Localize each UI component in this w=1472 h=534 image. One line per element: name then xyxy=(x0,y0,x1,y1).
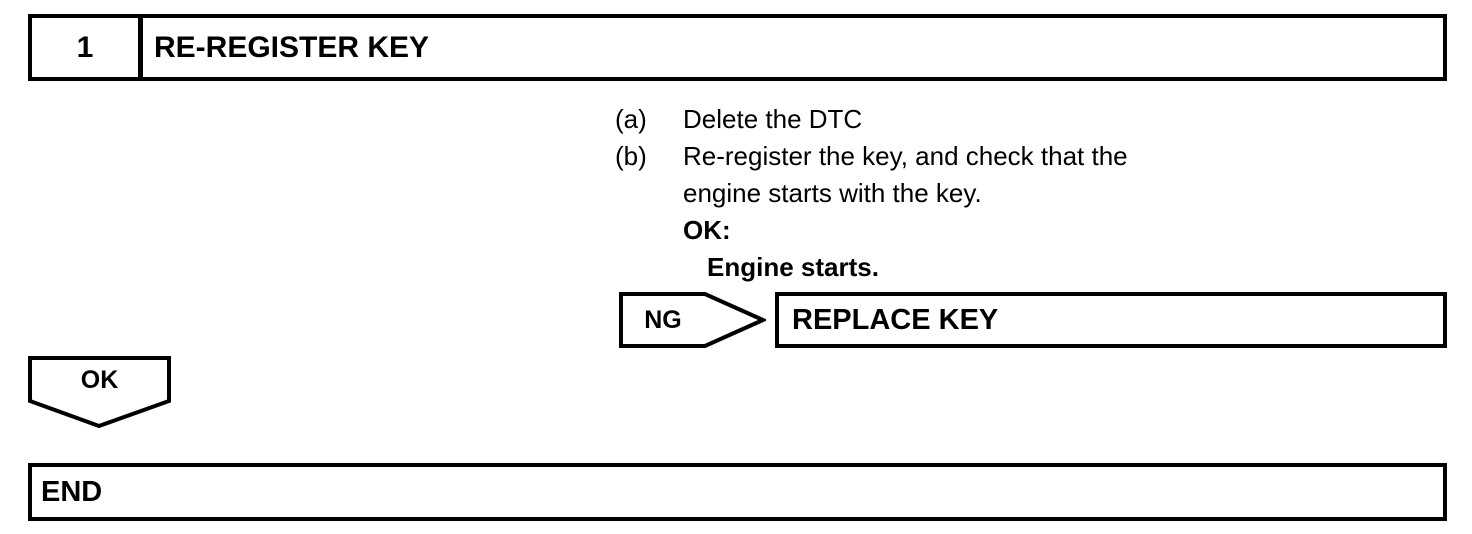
ng-connector: NG xyxy=(619,292,766,348)
ng-connector-label: NG xyxy=(644,305,682,334)
step-number: 1 xyxy=(32,18,143,77)
right-arrow-pentagon-icon xyxy=(619,292,766,348)
instruction-row: (b) Re-register the key, and check that … xyxy=(615,138,1128,175)
step-header-box: 1 RE-REGISTER KEY xyxy=(28,14,1447,81)
end-box: END xyxy=(28,463,1447,521)
instruction-row: (a) Delete the DTC xyxy=(615,101,1128,138)
instruction-text-ok-result: Engine starts. xyxy=(707,252,879,282)
ok-connector: OK xyxy=(28,356,172,429)
ok-connector-label: OK xyxy=(80,366,119,394)
instruction-list: (a) Delete the DTC (b) Re-register the k… xyxy=(615,101,1128,286)
instruction-text-ok-heading: OK: xyxy=(683,215,731,245)
instruction-label xyxy=(615,212,683,249)
replace-key-action-box: REPLACE KEY xyxy=(775,292,1447,348)
instruction-row: OK: xyxy=(615,212,1128,249)
instruction-text: engine starts with the key. xyxy=(683,178,982,208)
instruction-row: Engine starts. xyxy=(615,249,1128,286)
instruction-text: Delete the DTC xyxy=(683,104,863,134)
instruction-label: (a) xyxy=(615,104,647,134)
step-title: RE-REGISTER KEY xyxy=(154,30,430,64)
instruction-label: (b) xyxy=(615,141,647,171)
instruction-label xyxy=(615,249,683,286)
instruction-label xyxy=(615,175,683,212)
instruction-row: engine starts with the key. xyxy=(615,175,1128,212)
down-arrow-pentagon-icon xyxy=(28,356,171,429)
instruction-text: Re-register the key, and check that the xyxy=(683,141,1128,171)
